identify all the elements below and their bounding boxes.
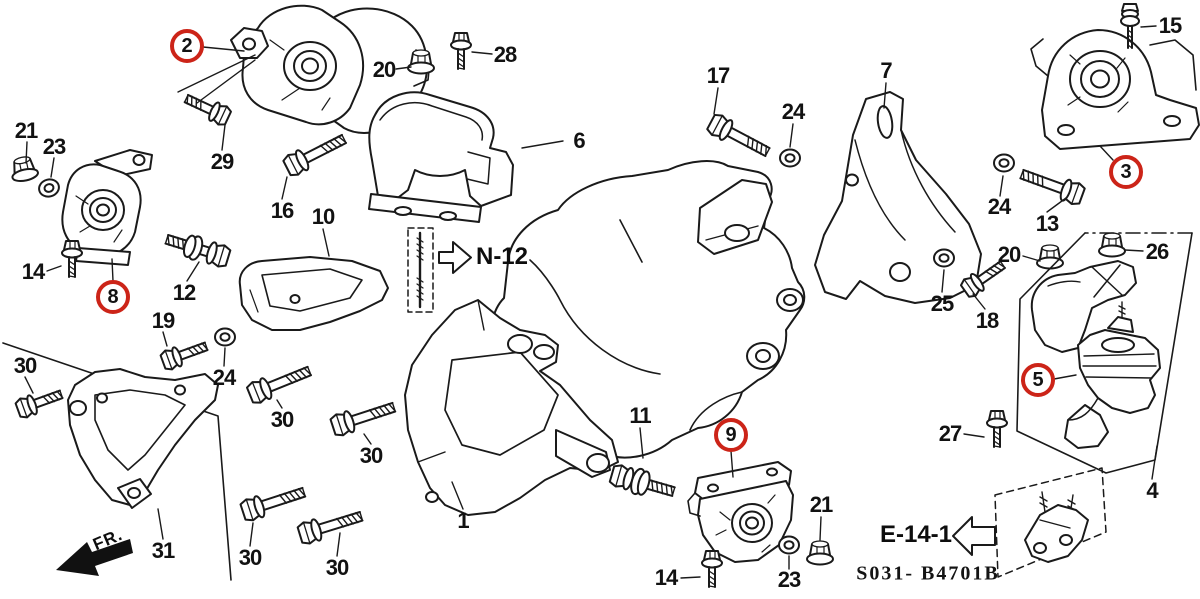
leader-lines <box>24 25 1158 579</box>
callout-17[interactable]: 17 <box>706 63 731 88</box>
callout-13[interactable]: 13 <box>1035 211 1060 236</box>
bolt-30-a <box>244 359 315 407</box>
callout-1[interactable]: 1 <box>457 508 469 533</box>
callout-12[interactable]: 12 <box>172 280 197 305</box>
bolt-16 <box>281 128 351 179</box>
callout-30a[interactable]: 30 <box>270 407 295 432</box>
callout-21tl[interactable]: 21 <box>14 118 39 143</box>
part-cover-5 <box>1030 260 1137 353</box>
washer-24-left <box>214 327 236 347</box>
callout-30b[interactable]: 30 <box>359 443 384 468</box>
bolt-28 <box>450 32 472 70</box>
part-mount-9 <box>687 461 794 563</box>
bolt-27 <box>986 410 1008 448</box>
callout-5[interactable]: 5 <box>1021 363 1055 397</box>
ref-link-e-14-1[interactable]: E-14-1 <box>879 521 953 548</box>
part-bracket-31 <box>67 368 219 509</box>
diagram-code-label: S031- B4701B <box>856 562 1000 585</box>
washer-23-bottom <box>778 535 800 555</box>
part-mount-5 <box>1064 301 1161 449</box>
callout-24l[interactable]: 24 <box>212 365 237 390</box>
bolt-17 <box>704 111 774 163</box>
part-bracket-10 <box>238 256 389 331</box>
callout-4[interactable]: 4 <box>1146 478 1158 503</box>
callout-24t[interactable]: 24 <box>781 99 806 124</box>
callout-26[interactable]: 26 <box>1145 239 1170 264</box>
callout-7[interactable]: 7 <box>880 58 892 83</box>
part-bracket-6 <box>368 91 514 223</box>
n12-stud-box <box>407 227 434 313</box>
bolt-11 <box>607 462 678 504</box>
nut-21-top-left <box>7 153 41 185</box>
callout-30d[interactable]: 30 <box>325 555 350 580</box>
callout-11[interactable]: 11 <box>629 403 651 428</box>
callout-31[interactable]: 31 <box>151 538 176 563</box>
nut-20-top <box>407 49 435 75</box>
n12-arrow-icon <box>438 241 472 274</box>
callout-23b[interactable]: 23 <box>777 567 802 592</box>
callout-28[interactable]: 28 <box>493 42 518 67</box>
callout-30f[interactable]: 30 <box>13 353 38 378</box>
part-mount-8 <box>61 149 153 266</box>
washer-23-top-left <box>36 176 62 200</box>
callout-16[interactable]: 16 <box>270 198 295 223</box>
bolt-30-d <box>295 504 366 547</box>
nut-26 <box>1098 232 1126 258</box>
nut-21-bottom <box>806 540 834 566</box>
callout-20r[interactable]: 20 <box>997 242 1022 267</box>
callout-29[interactable]: 29 <box>210 149 235 174</box>
engine-block <box>490 160 806 465</box>
callout-19[interactable]: 19 <box>151 308 176 333</box>
section-divider-lines <box>2 342 232 581</box>
fr-arrow-icon <box>56 539 133 576</box>
washer-25 <box>933 248 955 268</box>
bolt-14-bottom <box>701 550 723 588</box>
callout-10[interactable]: 10 <box>311 204 336 229</box>
bolt-30-b <box>328 395 399 439</box>
callout-14b[interactable]: 14 <box>654 565 679 590</box>
bolt-13 <box>1017 162 1087 208</box>
callout-3[interactable]: 3 <box>1109 155 1143 189</box>
callout-2[interactable]: 2 <box>170 29 204 63</box>
ref-link-n12[interactable]: N-12 <box>475 243 529 270</box>
bolt-30-far-left <box>13 383 66 421</box>
callout-18[interactable]: 18 <box>975 308 1000 333</box>
washer-24-top <box>779 148 801 168</box>
callout-24r[interactable]: 24 <box>987 194 1012 219</box>
callout-21b[interactable]: 21 <box>809 492 834 517</box>
bolt-12 <box>162 227 233 270</box>
callout-30c[interactable]: 30 <box>238 545 263 570</box>
bolt-15 <box>1120 3 1140 49</box>
callout-27[interactable]: 27 <box>938 421 963 446</box>
bolt-30-c <box>238 480 309 524</box>
callout-25[interactable]: 25 <box>930 291 955 316</box>
part4-dashed-box <box>994 467 1107 578</box>
callout-20t[interactable]: 20 <box>372 57 397 82</box>
part-bracket-1 <box>404 299 619 516</box>
part5-boundary <box>1016 232 1193 474</box>
callout-9[interactable]: 9 <box>714 418 748 452</box>
callout-8[interactable]: 8 <box>96 280 130 314</box>
callout-6[interactable]: 6 <box>573 128 585 153</box>
part-mount-3 <box>1030 29 1200 150</box>
bolt-19 <box>158 335 211 373</box>
callout-23tl[interactable]: 23 <box>42 134 67 159</box>
nut-20-right <box>1036 244 1064 270</box>
callout-15[interactable]: 15 <box>1158 13 1183 38</box>
washer-24-right <box>993 153 1015 173</box>
callout-14l[interactable]: 14 <box>21 259 46 284</box>
part-bracket-7 <box>814 91 982 304</box>
e141-arrow-icon <box>952 516 996 556</box>
part-bracket-4 <box>1024 491 1089 563</box>
